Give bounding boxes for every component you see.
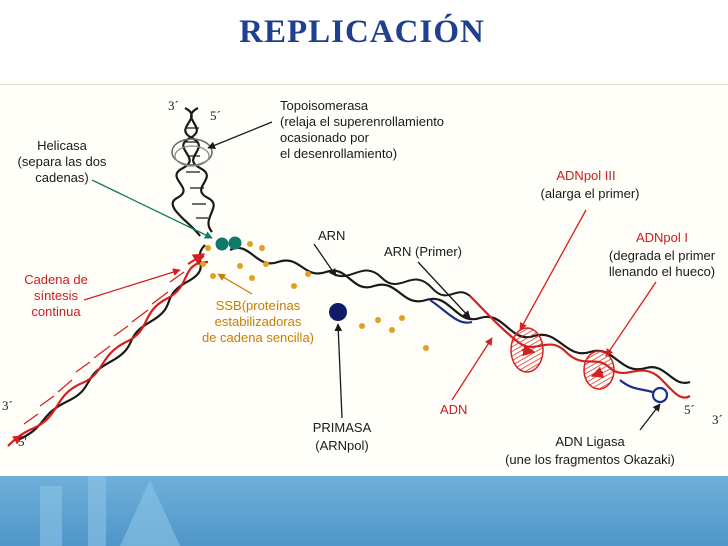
ligasa-line2: (une los fragmentos Okazaki) xyxy=(505,452,675,467)
ligasa-line1: ADN Ligasa xyxy=(555,434,625,449)
label-ssb: SSB(proteínas estabilizadoras de cadena … xyxy=(202,298,314,345)
fork-proteins xyxy=(200,236,429,351)
cadena-line1: Cadena de xyxy=(24,272,88,287)
adnpol1-line2: (degrada el primer xyxy=(609,248,716,263)
topoisomerasa-line4: el desenrollamiento) xyxy=(280,146,397,161)
pointer-lines xyxy=(83,121,661,431)
label-ligasa: ADN Ligasa (une los fragmentos Okazaki) xyxy=(505,434,675,467)
label-adn: ADN xyxy=(440,402,467,417)
primasa-line2: (ARNpol) xyxy=(315,438,368,453)
slide-title: REPLICACIÓN xyxy=(0,14,728,51)
adnpol1-enzyme xyxy=(583,350,615,390)
end-3-right: 3´ xyxy=(712,412,723,427)
band-decoration xyxy=(40,476,180,546)
label-cadena-continua: Cadena de síntesis continua xyxy=(24,272,88,319)
parental-helix xyxy=(171,107,215,237)
cadena-line3: continua xyxy=(31,304,81,319)
topoisomerase-ring xyxy=(171,138,213,166)
ssb-line2: estabilizadoras xyxy=(215,314,302,329)
leading-strand xyxy=(7,244,209,447)
ligase-marker xyxy=(651,386,669,404)
primase-protein xyxy=(329,303,347,321)
title-text: REPLICACIÓN xyxy=(239,14,485,50)
adnpol1-line1: ADNpol I xyxy=(636,230,688,245)
cadena-line2: síntesis xyxy=(34,288,79,303)
label-helicasa: Helicasa (separa las dos cadenas) xyxy=(18,138,107,185)
label-topoisomerasa: Topoisomerasa (relaja el superenrollamie… xyxy=(280,98,444,161)
helicasa-line2: (separa las dos xyxy=(18,154,107,169)
topoisomerasa-line3: ocasionado por xyxy=(280,130,370,145)
rna-primer-segment xyxy=(429,299,473,324)
end-5-left: 5' xyxy=(18,434,27,449)
topoisomerasa-line1: Topoisomerasa xyxy=(280,98,369,113)
label-adnpol3: ADNpol III (alarga el primer) xyxy=(541,168,640,201)
adnpol3-line2: (alarga el primer) xyxy=(541,186,640,201)
lagging-strand xyxy=(229,246,691,404)
end-3-top: 3´ xyxy=(168,98,179,113)
label-arn-primer: ARN (Primer) xyxy=(384,244,462,259)
helicase-protein xyxy=(215,237,229,251)
adnpol1-line3: llenando el hueco) xyxy=(609,264,715,279)
topoisomerasa-line2: (relaja el superenrollamiento xyxy=(280,114,444,129)
ssb-line3: de cadena sencilla) xyxy=(202,330,314,345)
label-primasa: PRIMASA (ARNpol) xyxy=(313,420,372,453)
diagram-panel xyxy=(0,84,728,477)
end-5-top: 5´ xyxy=(210,108,221,123)
end-5-right: 5´ xyxy=(684,402,695,417)
ssb-line1: SSB(proteínas xyxy=(216,298,301,313)
label-adnpol1: ADNpol I (degrada el primer llenando el … xyxy=(609,230,716,279)
decorative-bottom-band xyxy=(0,476,728,546)
adnpol3-line1: ADNpol III xyxy=(556,168,615,183)
primasa-line1: PRIMASA xyxy=(313,420,372,435)
end-3-left: 3´ xyxy=(2,398,13,413)
label-arn: ARN xyxy=(318,228,345,243)
helicasa-line1: Helicasa xyxy=(37,138,88,153)
helicasa-line3: cadenas) xyxy=(35,170,88,185)
